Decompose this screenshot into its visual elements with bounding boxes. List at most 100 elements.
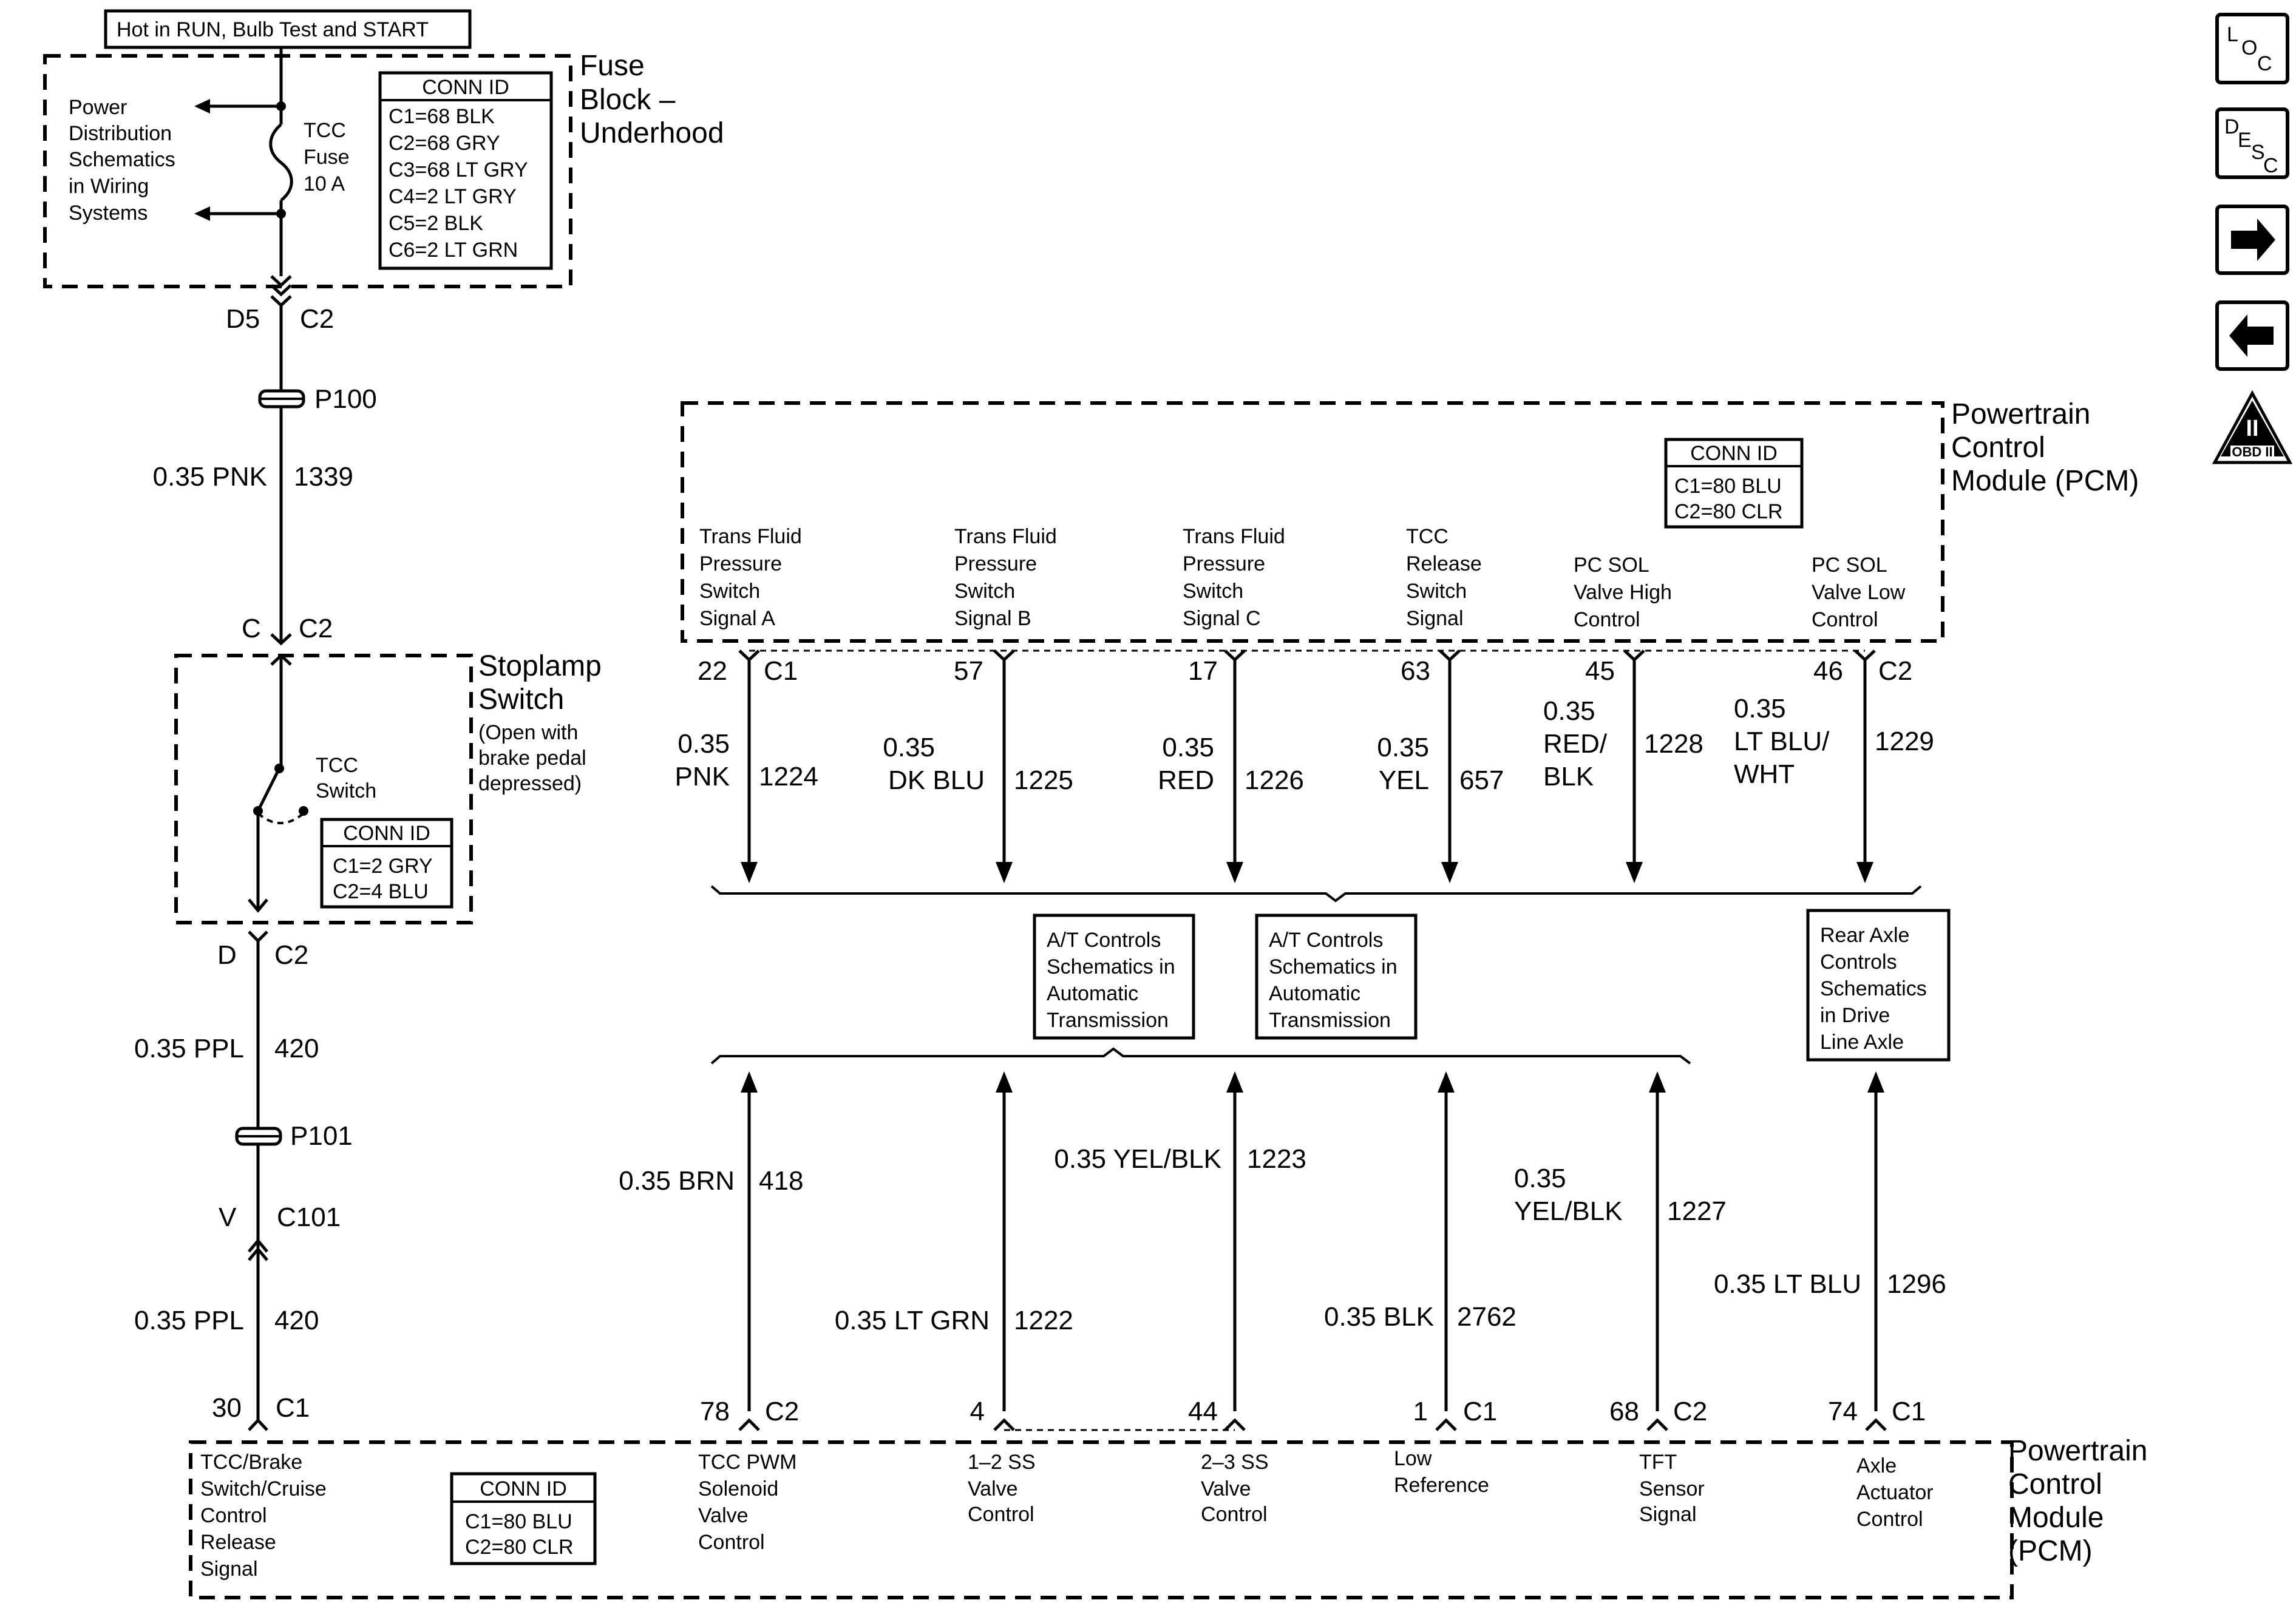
- signal-label: TCC/Brake: [200, 1451, 302, 1474]
- signal-label: Axle: [1856, 1454, 1897, 1477]
- svg-text:C4=2 LT GRY: C4=2 LT GRY: [389, 185, 517, 208]
- previous-page-button[interactable]: [2215, 300, 2289, 371]
- wire-color: 0.35: [883, 733, 935, 762]
- svg-text:YEL/BLK: YEL/BLK: [1514, 1196, 1623, 1226]
- svg-text:Control: Control: [1951, 432, 2045, 464]
- svg-text:Transmission: Transmission: [1269, 1009, 1391, 1032]
- svg-text:Control: Control: [200, 1504, 267, 1527]
- pin-number: 46: [1813, 656, 1843, 686]
- svg-text:Control: Control: [1812, 608, 1878, 631]
- tcc-switch-label: TCC: [316, 754, 358, 777]
- connector-label: C2: [1673, 1397, 1707, 1426]
- svg-text:(Open with: (Open with: [478, 721, 578, 744]
- pin-number: 4: [970, 1397, 985, 1426]
- fuse-block-title-line-2: Block –: [580, 84, 676, 116]
- svg-text:E: E: [2238, 129, 2252, 152]
- svg-text:Powertrain: Powertrain: [2008, 1435, 2147, 1467]
- wire-color: 0.35 BRN: [619, 1166, 735, 1196]
- pin-number: 1: [1413, 1397, 1428, 1426]
- conn-id-table: CONN ID C1=68 BLK C2=68 GRY C3=68 LT GRY…: [378, 71, 553, 270]
- obd-ii-icon[interactable]: II OBD II: [2212, 390, 2293, 464]
- pin-label: V: [219, 1202, 237, 1232]
- wire-color: 0.35 PPL: [134, 1306, 244, 1335]
- fuse-block-title-line-3: Underhood: [580, 117, 724, 149]
- description-button[interactable]: D E S C: [2215, 107, 2289, 179]
- arrow-up-icon: [741, 1071, 758, 1093]
- svg-text:Switch: Switch: [954, 580, 1015, 603]
- svg-text:CONN ID: CONN ID: [1690, 442, 1778, 465]
- arrow-down-icon: [741, 862, 758, 883]
- svg-text:Stoplamp: Stoplamp: [478, 650, 602, 682]
- svg-text:Signal: Signal: [1406, 607, 1464, 630]
- location-button[interactable]: L O C: [2215, 13, 2289, 84]
- circuit-number: 1225: [1014, 765, 1073, 795]
- pin-label: D5: [226, 304, 260, 334]
- wire-color: 0.35: [1377, 733, 1429, 762]
- svg-text:C2=80 CLR: C2=80 CLR: [465, 1536, 574, 1559]
- svg-text:P100: P100: [314, 384, 377, 414]
- svg-text:Control: Control: [698, 1531, 765, 1554]
- arrow-up-icon: [996, 1071, 1013, 1093]
- svg-text:in Wiring: in Wiring: [69, 175, 149, 198]
- svg-text:C6=2 LT GRN: C6=2 LT GRN: [389, 239, 518, 262]
- arrow-down-icon: [1441, 862, 1458, 883]
- svg-text:Distribution: Distribution: [69, 122, 172, 145]
- svg-text:C5=2 BLK: C5=2 BLK: [389, 212, 483, 235]
- circuit-number: 1222: [1014, 1306, 1073, 1335]
- power-note: Hot in RUN, Bulb Test and START: [104, 9, 472, 49]
- lower-wires: [741, 1071, 1884, 1411]
- svg-text:PNK: PNK: [675, 762, 730, 792]
- signal-label: PC SOL: [1574, 554, 1649, 577]
- connector-label: C101: [277, 1202, 341, 1232]
- circuit-number: 1339: [294, 462, 353, 492]
- wire-color: 0.35 PPL: [134, 1034, 244, 1063]
- svg-text:OBD II: OBD II: [2232, 444, 2272, 459]
- signal-label: 2–3 SS: [1201, 1451, 1269, 1474]
- bottom-pin-row: 30 C1 78 C2 4 44 1 C1 68 C2 74 C1: [212, 1393, 1926, 1431]
- signal-label: TCC: [1406, 525, 1449, 548]
- svg-text:L: L: [2227, 23, 2238, 46]
- svg-text:Signal A: Signal A: [699, 607, 775, 630]
- svg-text:P101: P101: [290, 1121, 353, 1151]
- svg-text:Schematics: Schematics: [1820, 977, 1927, 1000]
- next-page-button[interactable]: [2215, 205, 2289, 275]
- svg-text:Control: Control: [968, 1503, 1034, 1526]
- svg-text:brake pedal: brake pedal: [478, 747, 586, 770]
- wire-color: 0.35: [1543, 696, 1595, 726]
- arrow-left-icon: [194, 206, 210, 221]
- arrow-up-icon: [1649, 1071, 1666, 1093]
- svg-text:Signal C: Signal C: [1183, 607, 1261, 630]
- fuse-label: TCC: [304, 119, 346, 142]
- circuit-number: 420: [274, 1034, 319, 1063]
- svg-text:C1=68 BLK: C1=68 BLK: [389, 105, 495, 128]
- svg-text:BLK: BLK: [1543, 762, 1594, 792]
- conn-id-table: CONN ID C1=80 BLU C2=80 CLR: [1664, 438, 1804, 529]
- signal-label: TFT: [1639, 1451, 1677, 1474]
- svg-text:Switch: Switch: [699, 580, 760, 603]
- svg-text:(PCM): (PCM): [2008, 1535, 2093, 1567]
- pin-number: 45: [1585, 656, 1615, 686]
- pin-number: 78: [700, 1397, 730, 1426]
- svg-text:C1=80 BLU: C1=80 BLU: [465, 1510, 572, 1533]
- svg-text:Reference: Reference: [1394, 1474, 1489, 1497]
- svg-text:Control: Control: [2008, 1468, 2102, 1500]
- signal-label: PC SOL: [1812, 554, 1887, 577]
- signal-label: Trans Fluid: [1183, 525, 1285, 548]
- pin-number: 30: [212, 1393, 242, 1423]
- svg-text:Rear Axle: Rear Axle: [1820, 924, 1909, 947]
- power-note-text: Hot in RUN, Bulb Test and START: [117, 18, 429, 41]
- circuit-number: 657: [1459, 765, 1504, 795]
- signal-label: TCC PWM: [698, 1451, 796, 1474]
- svg-text:Fuse: Fuse: [304, 146, 350, 169]
- connector-label: C2: [300, 304, 334, 334]
- svg-text:C1=80 BLU: C1=80 BLU: [1674, 475, 1782, 498]
- svg-text:in Drive: in Drive: [1820, 1004, 1890, 1027]
- arrow-up-icon: [1867, 1071, 1884, 1093]
- svg-text:Actuator: Actuator: [1856, 1481, 1934, 1504]
- svg-text:depressed): depressed): [478, 772, 582, 795]
- top-wire-labels: 0.35 PNK 1224 0.35 DK BLU 1225 0.35 RED …: [675, 694, 1934, 795]
- svg-text:A/T Controls: A/T Controls: [1269, 929, 1383, 952]
- svg-text:YEL: YEL: [1379, 765, 1429, 795]
- svg-text:10 A: 10 A: [304, 172, 345, 195]
- circuit-number: 418: [759, 1166, 803, 1196]
